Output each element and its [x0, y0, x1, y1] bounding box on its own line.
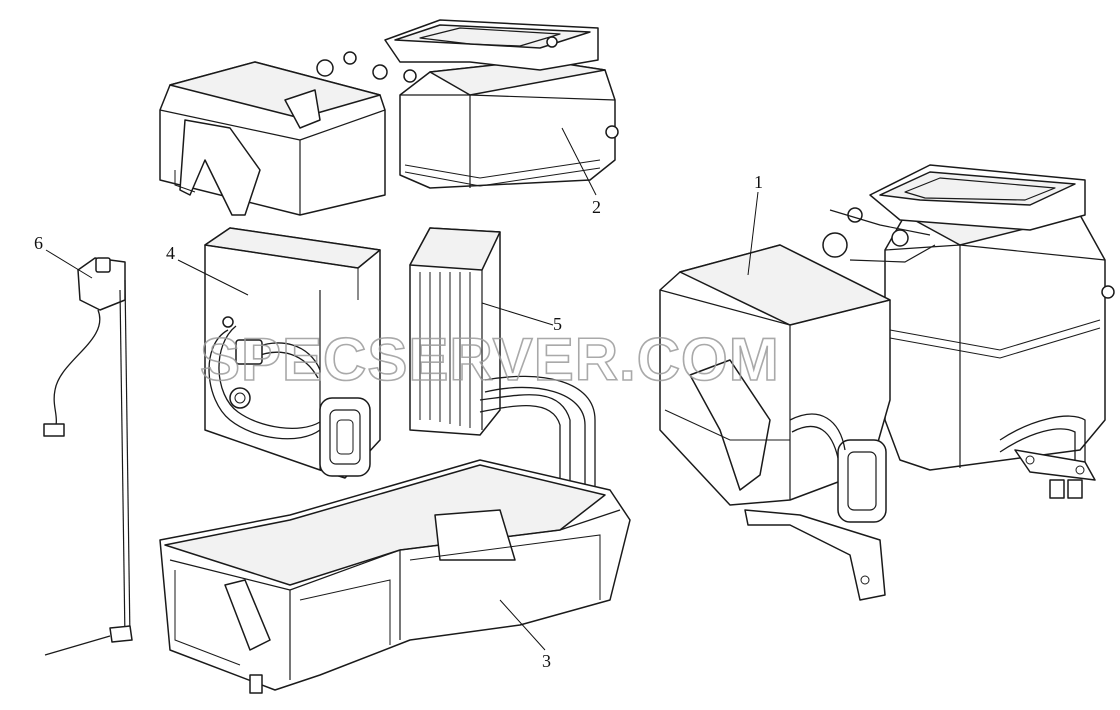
watermark: SPECSERVER.COM — [200, 326, 780, 393]
leader-5 — [481, 302, 554, 326]
callout-6: 6 — [34, 233, 43, 253]
lower-housing-part — [159, 459, 631, 694]
callouts: 1 2 3 4 5 6 — [34, 172, 763, 671]
leader-4 — [177, 259, 249, 296]
hvac-assembly-part — [659, 164, 1115, 601]
heater-core-part — [409, 227, 596, 493]
heater-core-fins — [419, 272, 471, 428]
callout-5: 5 — [553, 314, 562, 334]
callout-4: 4 — [166, 243, 175, 263]
leader-6 — [45, 249, 93, 279]
leader-lines — [45, 127, 759, 651]
upper-housing-part — [159, 19, 619, 216]
sensor-assembly-part — [43, 257, 133, 656]
evaporator-core-part — [204, 227, 381, 479]
callout-2: 2 — [592, 197, 601, 217]
callout-1: 1 — [754, 172, 763, 192]
leader-1 — [747, 191, 759, 276]
leader-3 — [499, 599, 546, 651]
leader-2 — [561, 127, 597, 196]
callout-3: 3 — [542, 651, 551, 671]
